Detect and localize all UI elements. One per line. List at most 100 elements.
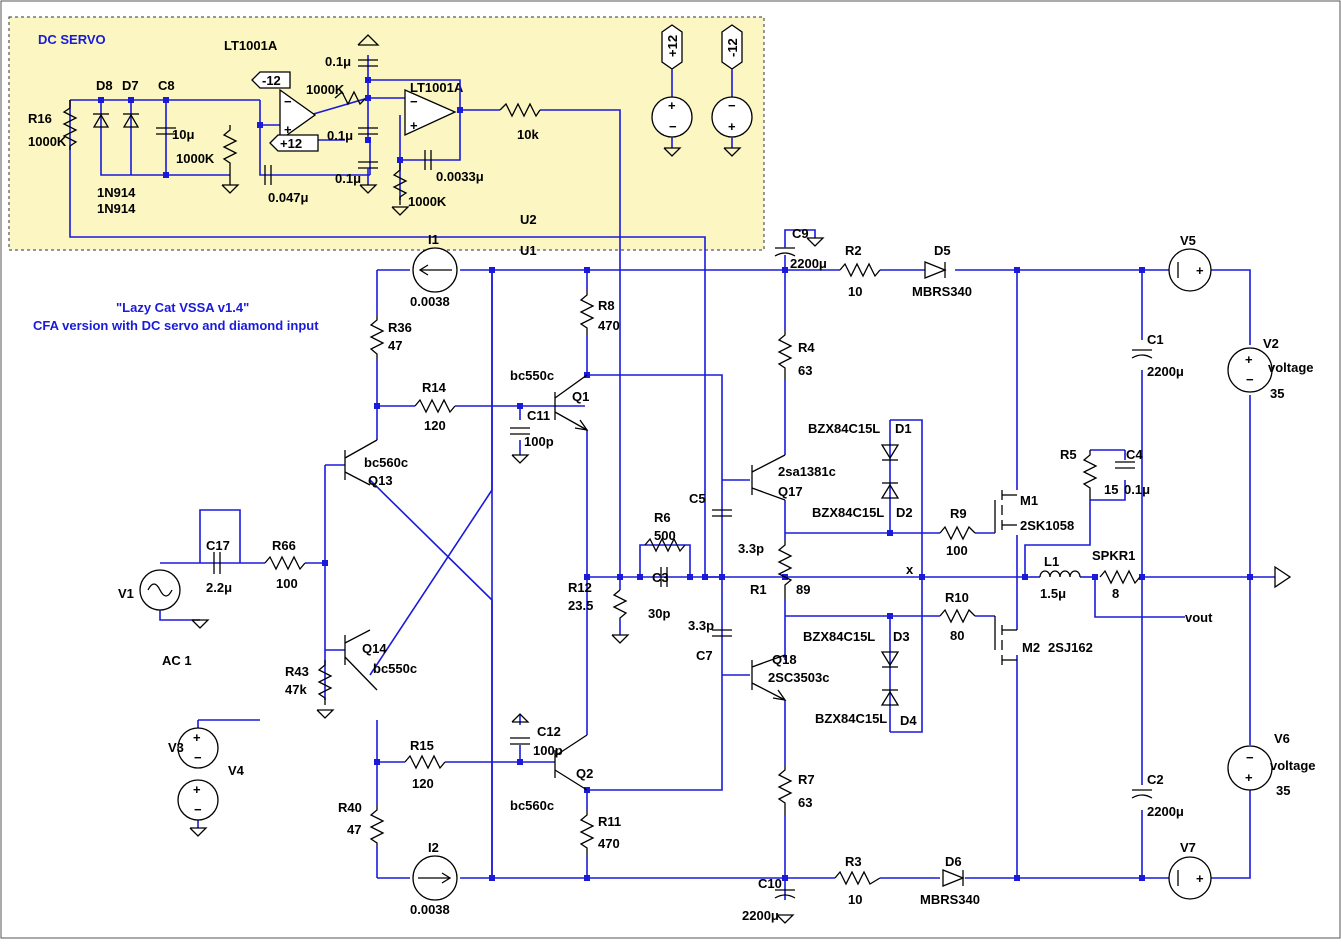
svg-text:−: − [194,802,202,817]
svg-text:+: + [193,730,201,745]
src-p12-tag: +12 [665,35,680,57]
current-source-i2: I2 0.0038 [410,840,458,917]
q2-type: bc560c [510,798,554,813]
mosfet-m1: M1 2SK1058 [994,490,1074,533]
c1-value: 2200μ [1147,364,1184,379]
m1-label: M1 [1020,493,1038,508]
r4-label: R4 [798,340,815,355]
r12-value: 23.5 [568,598,593,613]
c5-value: 3.3p [738,541,764,556]
m2-label: M2 [1022,640,1040,655]
r1-label: R1 [750,582,767,597]
r15-value: 120 [412,776,434,791]
r12-label: R12 [568,580,592,595]
svg-text:+: + [1245,770,1253,785]
q18-type: 2SC3503c [768,670,829,685]
svg-text:+: + [668,98,676,113]
bzx-2: BZX84C15L [812,505,884,520]
svg-text:+: + [1245,352,1253,367]
svg-text:−: − [284,94,292,109]
servo-opamp2-label: LT1001A [410,80,464,95]
vout-label: vout [1185,610,1213,625]
d5-label: D5 [934,243,951,258]
cap-00033: 0.0033μ [436,169,484,184]
c9-label: C9 [792,226,809,241]
m2-type: 2SJ162 [1048,640,1093,655]
r7-value: 63 [798,795,812,810]
c3-value: 30p [648,606,670,621]
r3-label: R3 [845,854,862,869]
spkr-value: 8 [1112,586,1119,601]
svg-text:−: − [194,750,202,765]
c2-value: 2200μ [1147,804,1184,819]
r6-value: 500 [654,528,676,543]
q17-label: Q17 [778,484,803,499]
svg-text:+: + [1196,871,1204,886]
d8-label: D8 [96,78,113,93]
mosfet-m2: M2 2SJ162 [994,616,1093,665]
v2-label: V2 [1263,336,1279,351]
r40-value: 47 [347,822,361,837]
source-v4 [177,779,219,821]
r7-label: R7 [798,772,815,787]
r-1000k-a: 1000K [176,151,215,166]
c4-value: 0.1μ [1124,482,1150,497]
r11-label: R11 [598,814,621,829]
r8-label: R8 [598,298,615,313]
i2-value: 0.0038 [410,902,450,917]
svg-text:−: − [1246,372,1254,387]
svg-text:−: − [1246,750,1254,765]
q14-type: bc550c [373,661,417,676]
d3-label: D3 [893,629,910,644]
q14-label: Q14 [362,641,387,656]
q18-label: Q18 [772,652,797,667]
d4-label: D4 [900,713,917,728]
r8-value: 470 [598,318,620,333]
u1-label: U1 [520,243,537,258]
v3-label: V3 [168,740,184,755]
c10-value: 2200μ [742,908,779,923]
r4-value: 63 [798,363,812,378]
r-1000k-c: 1000K [408,194,447,209]
source-v3 [177,727,219,769]
d6-value: MBRS340 [920,892,980,907]
r16-label: R16 [28,111,52,126]
c1-label: C1 [1147,332,1164,347]
q1-label: Q1 [572,389,589,404]
svg-text:+: + [410,118,418,133]
c12-value: 100p [533,743,563,758]
r1-value: 89 [796,582,810,597]
v6-label: V6 [1274,731,1290,746]
u2-label: U2 [520,212,537,227]
cap-01-c: 0.1μ [335,171,361,186]
d1n914-b: 1N914 [97,201,136,216]
r36-label: R36 [388,320,412,335]
transistor-q2: Q2 bc560c [510,734,593,813]
r11-value: 470 [598,836,620,851]
svg-text:+: + [1196,263,1204,278]
d1-label: D1 [895,421,912,436]
d5-value: MBRS340 [912,284,972,299]
c7-label: C7 [696,648,713,663]
transistor-q17: 2sa1381c Q17 [751,454,836,501]
bzx-4: BZX84C15L [815,711,887,726]
q2-label: Q2 [576,766,593,781]
cap-0047: 0.047μ [268,190,309,205]
opamp1-symbol [279,88,317,142]
opamp2-symbol [404,89,457,137]
r10-value: 80 [950,628,964,643]
svg-text:+: + [284,122,292,137]
rail-tag-p12: +12 [280,136,302,151]
c7-value: 3.3p [688,618,714,633]
r14-label: R14 [422,380,447,395]
v1-label: V1 [118,586,134,601]
r2-label: R2 [845,243,862,258]
r-10k: 10k [517,127,539,142]
svg-text:−: − [669,119,677,134]
m1-type: 2SK1058 [1020,518,1074,533]
c3-label: C3 [652,570,669,585]
servo-opamp1-label: LT1001A [224,38,278,53]
i1-label: I1 [428,232,439,247]
transistor-q13: bc560c Q13 [344,439,408,488]
